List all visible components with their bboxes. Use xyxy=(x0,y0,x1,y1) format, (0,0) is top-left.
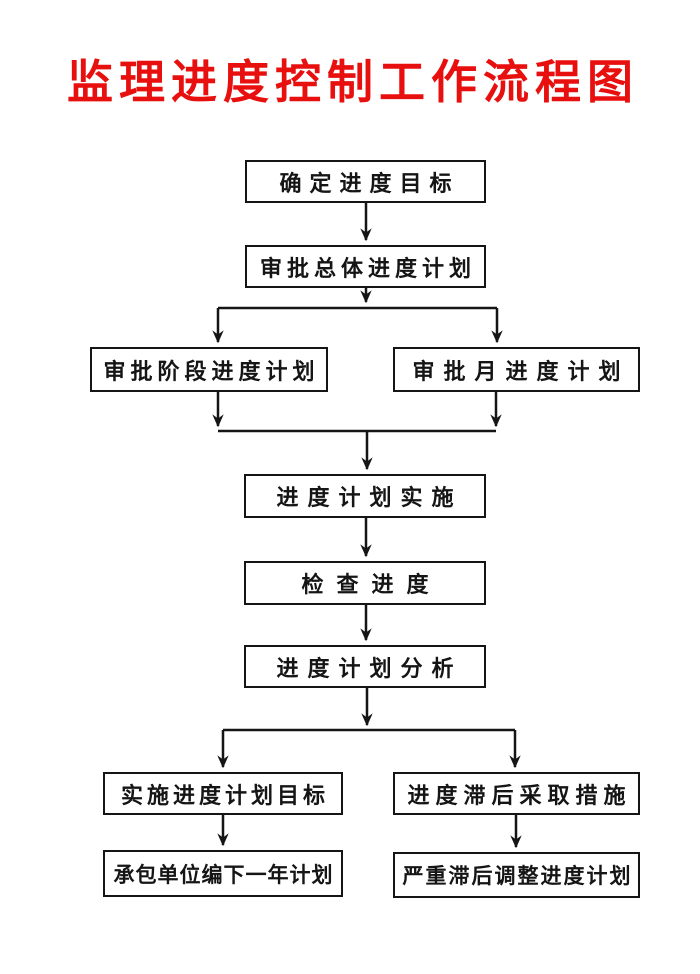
flow-box-approve-overall-plan: 审批总体进度计划 xyxy=(245,245,486,288)
flow-box-severe-delay-adjust-plan: 严重滞后调整进度计划 xyxy=(393,852,640,898)
flow-box-contractor-next-year-plan: 承包单位编下一年计划 xyxy=(103,850,343,897)
flow-box-determine-goals: 确定进度目标 xyxy=(245,160,486,203)
flow-box-implement-plan-goals: 实施进度计划目标 xyxy=(103,772,343,815)
page-title: 监理进度控制工作流程图 xyxy=(67,57,639,108)
flow-box-approve-phase-plan: 审批阶段进度计划 xyxy=(90,347,328,392)
flow-box-delay-take-measures: 进度滞后采取措施 xyxy=(393,772,640,815)
flow-box-approve-monthly-plan: 审批月进度计划 xyxy=(393,347,640,392)
flow-box-check-progress: 检查进度 xyxy=(244,561,486,605)
flow-box-analyze-plan: 进度计划分析 xyxy=(244,645,486,688)
flow-box-implement-plan: 进度计划实施 xyxy=(244,474,486,518)
